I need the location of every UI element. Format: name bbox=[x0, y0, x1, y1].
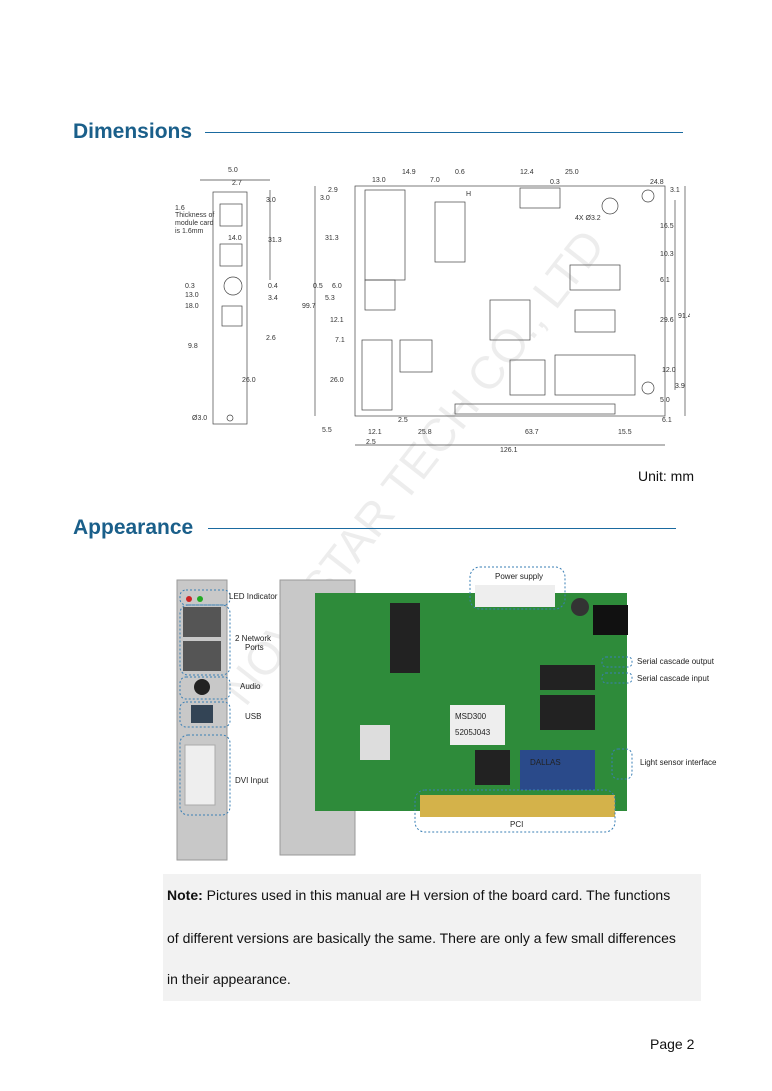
note-line-3: in their appearance. bbox=[167, 971, 291, 987]
page-number: Page 2 bbox=[650, 1036, 695, 1052]
svg-text:25.0: 25.0 bbox=[565, 169, 579, 176]
svg-text:USB: USB bbox=[245, 712, 261, 721]
svg-text:module card: module card bbox=[175, 220, 214, 227]
board-photo: LED Indicator 2 Network Ports Audio USB … bbox=[176, 566, 717, 861]
svg-text:12.1: 12.1 bbox=[330, 317, 344, 324]
dimensions-rule bbox=[205, 132, 683, 133]
svg-text:25.8: 25.8 bbox=[418, 429, 432, 436]
unit-label: Unit: mm bbox=[638, 468, 694, 484]
svg-text:6.1: 6.1 bbox=[660, 277, 670, 284]
svg-text:5.0: 5.0 bbox=[660, 397, 670, 404]
svg-text:Light sensor interface: Light sensor interface bbox=[640, 758, 717, 767]
svg-text:18.0: 18.0 bbox=[185, 303, 199, 310]
dimension-drawing: 5.0 2.7 1.6 Thickness of module card is … bbox=[175, 167, 690, 454]
svg-text:13.0: 13.0 bbox=[372, 177, 386, 184]
svg-text:3.4: 3.4 bbox=[268, 295, 278, 302]
svg-text:0.5: 0.5 bbox=[313, 283, 323, 290]
svg-text:29.6: 29.6 bbox=[660, 317, 674, 324]
svg-text:63.7: 63.7 bbox=[525, 429, 539, 436]
svg-text:10.3: 10.3 bbox=[660, 251, 674, 258]
appearance-heading: Appearance bbox=[73, 516, 194, 539]
svg-text:2.6: 2.6 bbox=[266, 335, 276, 342]
svg-text:0.6: 0.6 bbox=[455, 169, 465, 176]
svg-text:9.8: 9.8 bbox=[188, 343, 198, 350]
svg-text:0.4: 0.4 bbox=[268, 283, 278, 290]
note-box: Note: Pictures used in this manual are H… bbox=[163, 874, 701, 1001]
svg-text:0.3: 0.3 bbox=[550, 179, 560, 186]
svg-text:14.0: 14.0 bbox=[228, 235, 242, 242]
svg-text:MSD300: MSD300 bbox=[455, 712, 487, 721]
svg-text:12.4: 12.4 bbox=[520, 169, 534, 176]
appearance-rule bbox=[208, 528, 676, 529]
svg-text:H: H bbox=[466, 191, 471, 198]
svg-text:14.9: 14.9 bbox=[402, 169, 416, 176]
svg-text:26.0: 26.0 bbox=[330, 377, 344, 384]
svg-text:2.5: 2.5 bbox=[366, 439, 376, 446]
note-line-2: of different versions are basically the … bbox=[167, 930, 676, 946]
svg-text:26.0: 26.0 bbox=[242, 377, 256, 384]
svg-text:31.3: 31.3 bbox=[268, 237, 282, 244]
note-line-1: Note: Pictures used in this manual are H… bbox=[167, 888, 670, 902]
svg-text:12.1: 12.1 bbox=[368, 429, 382, 436]
svg-text:7.1: 7.1 bbox=[335, 337, 345, 344]
svg-text:3.0: 3.0 bbox=[266, 197, 276, 204]
svg-text:24.8: 24.8 bbox=[650, 179, 664, 186]
svg-text:3.0: 3.0 bbox=[320, 195, 330, 202]
svg-text:Ø3.0: Ø3.0 bbox=[192, 415, 207, 422]
svg-text:6.0: 6.0 bbox=[332, 283, 342, 290]
svg-text:126.1: 126.1 bbox=[500, 447, 518, 454]
svg-text:5205J043: 5205J043 bbox=[455, 728, 491, 737]
dimensions-heading: Dimensions bbox=[73, 120, 193, 143]
svg-text:5.5: 5.5 bbox=[322, 427, 332, 434]
svg-text:DVI Input: DVI Input bbox=[235, 776, 269, 785]
svg-text:5.3: 5.3 bbox=[325, 295, 335, 302]
svg-text:5.0: 5.0 bbox=[228, 167, 238, 174]
svg-text:Power supply: Power supply bbox=[495, 572, 543, 581]
svg-text:1.6: 1.6 bbox=[175, 205, 185, 212]
note-label: Note: bbox=[167, 887, 203, 903]
svg-text:Ports: Ports bbox=[245, 643, 264, 652]
svg-text:4X Ø3.2: 4X Ø3.2 bbox=[575, 215, 601, 222]
svg-text:7.0: 7.0 bbox=[430, 177, 440, 184]
svg-text:3.9: 3.9 bbox=[675, 383, 685, 390]
note-text-1: Pictures used in this manual are H versi… bbox=[202, 887, 671, 903]
svg-text:2.7: 2.7 bbox=[232, 180, 242, 187]
svg-text:2.9: 2.9 bbox=[328, 187, 338, 194]
svg-text:91.4: 91.4 bbox=[678, 313, 690, 320]
svg-text:2 Network: 2 Network bbox=[235, 634, 272, 643]
svg-text:13.0: 13.0 bbox=[185, 292, 199, 299]
svg-text:0.3: 0.3 bbox=[185, 283, 195, 290]
svg-text:3.1: 3.1 bbox=[670, 187, 680, 194]
svg-text:Audio: Audio bbox=[240, 682, 261, 691]
svg-text:15.5: 15.5 bbox=[618, 429, 632, 436]
svg-text:LED Indicator: LED Indicator bbox=[229, 592, 278, 601]
svg-text:Thickness of: Thickness of bbox=[175, 212, 214, 219]
svg-text:12.0: 12.0 bbox=[662, 367, 676, 374]
svg-text:99.7: 99.7 bbox=[302, 303, 316, 310]
svg-text:2.5: 2.5 bbox=[398, 417, 408, 424]
svg-text:is 1.6mm: is 1.6mm bbox=[175, 228, 204, 235]
svg-text:6.1: 6.1 bbox=[662, 417, 672, 424]
svg-text:31.3: 31.3 bbox=[325, 235, 339, 242]
svg-text:PCI: PCI bbox=[510, 820, 523, 829]
svg-text:Serial cascade output: Serial cascade output bbox=[637, 657, 715, 666]
svg-text:16.5: 16.5 bbox=[660, 223, 674, 230]
svg-text:DALLAS: DALLAS bbox=[530, 758, 561, 767]
svg-text:Serial cascade input: Serial cascade input bbox=[637, 674, 710, 683]
